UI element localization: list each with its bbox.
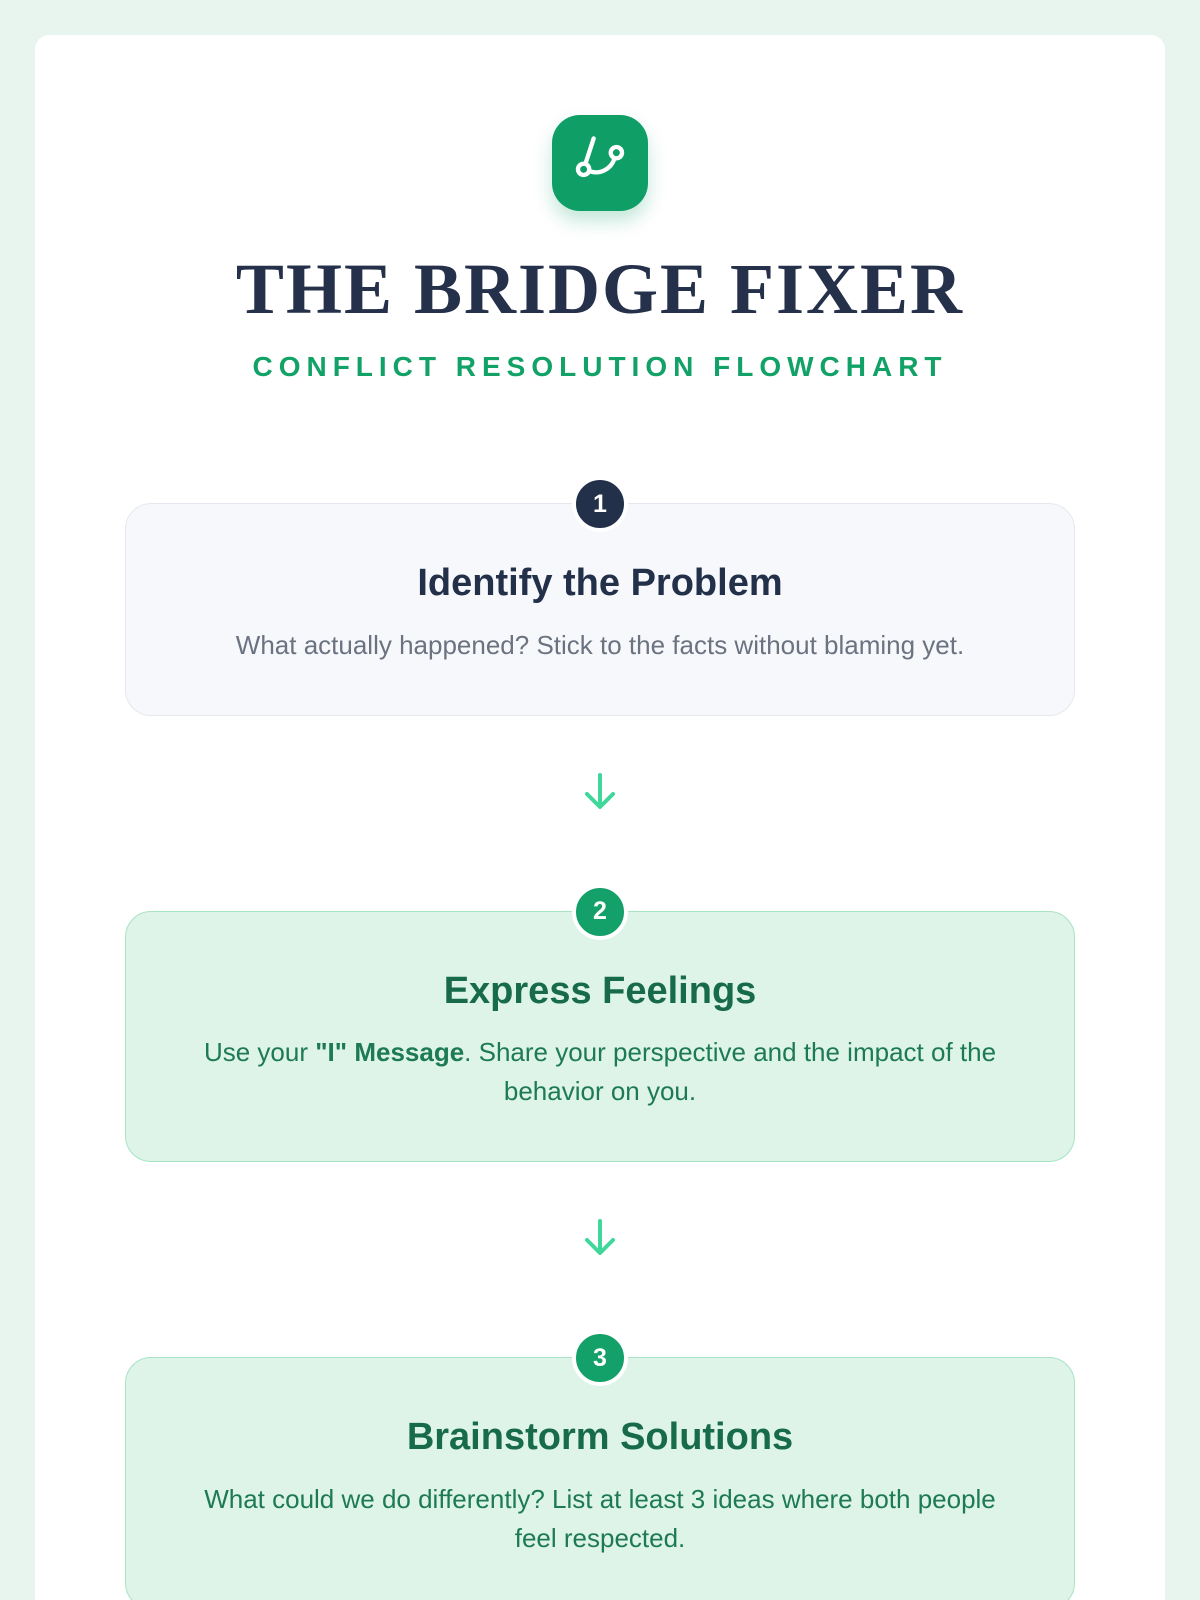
step-description: What could we do differently? List at le… <box>204 1484 996 1554</box>
step-number-badge: 3 <box>572 1330 628 1387</box>
app-logo <box>552 115 648 211</box>
step-number-badge: 2 <box>572 883 628 940</box>
down-arrow-icon <box>578 770 622 819</box>
flowchart: 1 Identify the Problem What actually hap… <box>35 383 1165 1600</box>
down-arrow-icon <box>578 1216 622 1265</box>
step-title: Express Feelings <box>443 969 757 1012</box>
content-card: THE BRIDGE FIXER CONFLICT RESOLUTION FLO… <box>35 35 1165 1600</box>
step-description: What actually happened? Stick to the fac… <box>235 629 965 660</box>
git-branch-icon <box>574 135 626 192</box>
page-title: THE BRIDGE FIXER <box>235 249 965 329</box>
desc-bold: "I" Message <box>315 1037 465 1068</box>
step-card-brainstorm-solutions: 3 Brainstorm Solutions What could we do … <box>125 1330 1075 1600</box>
page-subtitle: CONFLICT RESOLUTION FLOWCHART <box>252 351 948 382</box>
step-card-identify-problem: 1 Identify the Problem What actually hap… <box>125 476 1075 716</box>
step-card-express-feelings: 2 Express Feelings Use your "I" Message.… <box>125 883 1075 1163</box>
step-title: Identify the Problem <box>417 562 783 604</box>
step-number-badge: 1 <box>572 476 628 532</box>
desc-suffix: . Share your perspective and the impact … <box>464 1037 997 1107</box>
desc-prefix: Use your <box>203 1037 316 1068</box>
step-description: Use your "I" Message. Share your perspec… <box>186 1033 1014 1111</box>
step-title: Brainstorm Solutions <box>406 1416 794 1459</box>
header: THE BRIDGE FIXER CONFLICT RESOLUTION FLO… <box>35 115 1165 383</box>
